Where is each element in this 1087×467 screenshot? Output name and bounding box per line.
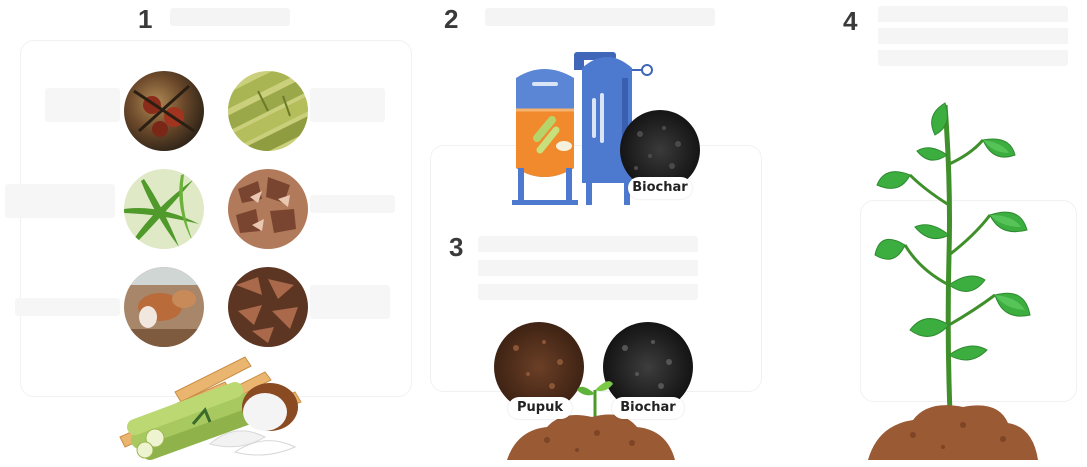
palm-fruit-icon xyxy=(124,71,204,151)
faint-heading-2 xyxy=(485,8,715,26)
cattle-icon xyxy=(124,267,204,347)
plant-icon xyxy=(874,102,1031,414)
coconut-husk-icon xyxy=(228,169,308,249)
faint-label-right-1 xyxy=(310,88,385,122)
faint-label-left-2 xyxy=(5,184,115,218)
soil-mound-icon xyxy=(868,405,1038,460)
step-number-2: 2 xyxy=(444,4,459,34)
faint-heading-4 xyxy=(878,6,1068,66)
step-number-1: 1 xyxy=(138,4,153,34)
cocoa-shell-icon xyxy=(228,267,308,347)
faint-heading-1 xyxy=(170,8,290,26)
faint-label-right-3 xyxy=(310,285,390,319)
faint-label-right-2 xyxy=(310,195,395,213)
faint-text-3 xyxy=(478,236,698,300)
sugarcane-icon xyxy=(228,71,308,151)
step-number-3: 3 xyxy=(449,232,464,262)
background-panel-right xyxy=(860,200,1077,402)
biochar-label-top: Biochar xyxy=(628,177,692,199)
step-number-4: 4 xyxy=(843,6,858,36)
biochar-label-bottom: Biochar xyxy=(612,397,684,419)
faint-label-left-3 xyxy=(15,298,120,316)
sprout-icon xyxy=(577,381,613,420)
bamboo-leaves-icon xyxy=(124,169,204,249)
soil-mound-small-icon xyxy=(507,414,675,460)
pupuk-label: Pupuk xyxy=(508,397,572,419)
biochar-icon xyxy=(620,110,700,190)
pyrolysis-reactor-icon xyxy=(512,52,653,205)
biomass-pile-icon xyxy=(119,356,302,460)
faint-label-left-1 xyxy=(45,88,120,122)
